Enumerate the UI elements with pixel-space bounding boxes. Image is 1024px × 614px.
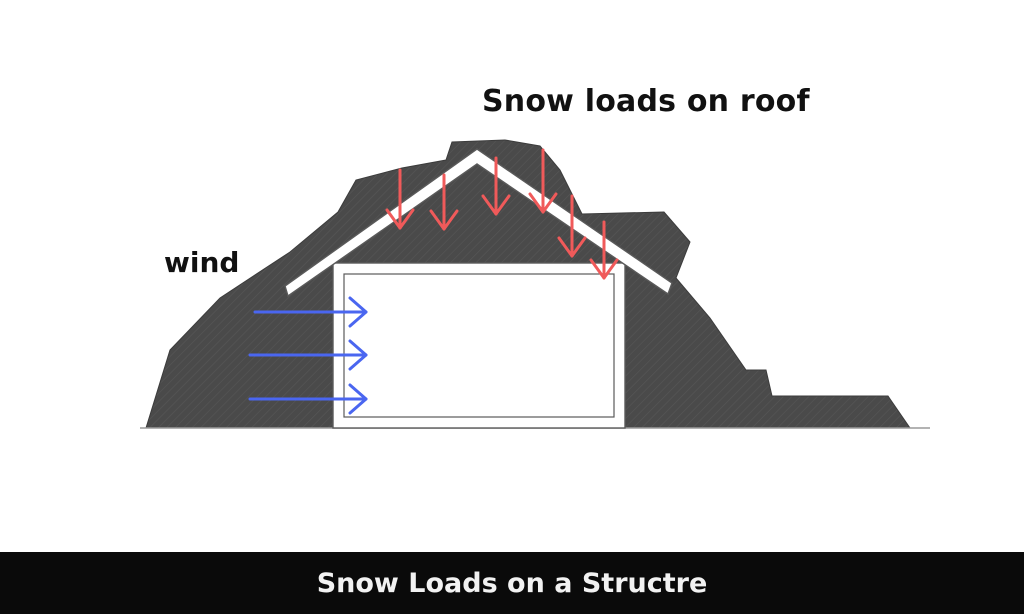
diagram-canvas: Snow loads on roof wind [140,84,930,429]
wind-arrow [248,383,368,415]
roof-load-label: Snow loads on roof [482,84,810,119]
structure-diagram [140,139,930,429]
snow-load-arrows [385,148,619,280]
caption-bar: Snow Loads on a Structre [0,552,1024,614]
wind-arrow [248,339,368,371]
snow-load-arrow [557,194,587,258]
snow-load-arrow [429,173,459,231]
roof-rafters [284,148,673,298]
wind-label: wind [164,246,240,279]
wind-arrows [248,296,368,415]
caption-text: Snow Loads on a Structre [316,567,708,599]
snow-load-arrow [589,220,619,280]
wind-arrow [253,296,368,328]
snow-load-arrow [481,156,511,216]
snow-load-arrow [385,168,415,230]
snow-load-arrow [528,148,558,214]
building-inner-wall [343,273,615,418]
